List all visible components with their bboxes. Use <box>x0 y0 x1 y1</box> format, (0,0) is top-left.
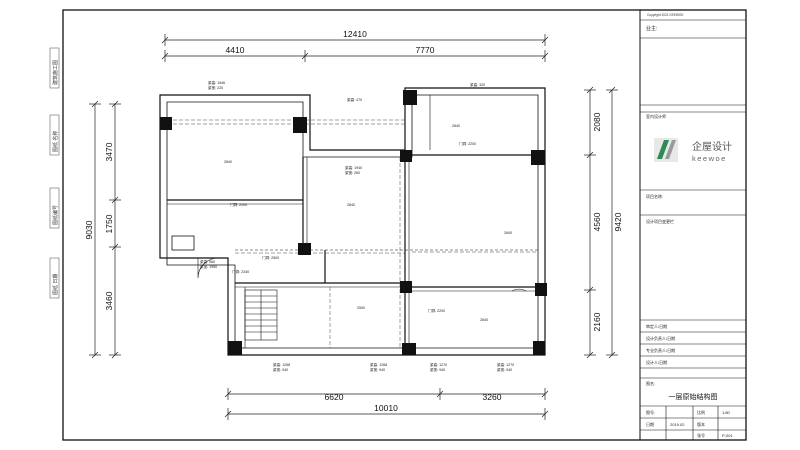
drawing-name: 一层原始结构图 <box>669 392 718 401</box>
note-24: 梁高: 1270 <box>430 362 447 367</box>
audit-label: 审定人/日期 <box>646 323 667 329</box>
dim-right-b: 4560 <box>592 212 602 231</box>
dim-bottom-total: 10010 <box>374 403 398 413</box>
dim-left-c: 3460 <box>104 291 114 310</box>
dim-right-total: 9420 <box>613 212 623 231</box>
side-label-2: 图纸 名称 <box>52 131 59 152</box>
logo-mark-icon <box>657 140 669 159</box>
dim-top-total: 12410 <box>343 29 367 39</box>
note-3: 梁高: 470 <box>347 97 362 102</box>
note-9: 梁宽: 260 <box>345 170 360 175</box>
note-11: 2840 <box>504 231 512 235</box>
beam-lines <box>167 119 538 348</box>
dimension-lines <box>89 34 618 420</box>
note-27: 梁宽: 940 <box>497 367 512 372</box>
brand-logo: 企屋设计 keewoe <box>654 138 732 163</box>
note-21: 梁宽: 940 <box>273 367 288 372</box>
project-stage-label: 设计项目变更栏 <box>646 218 674 224</box>
note-10: 2840 <box>347 203 355 207</box>
note-20: 梁高: 1268 <box>273 362 290 367</box>
note-8: 梁高: 1940 <box>345 165 362 170</box>
design-manager-label: 设计负责人/日期 <box>646 335 675 341</box>
note-13: 门洞: 2500 <box>262 255 279 260</box>
dimension-texts: 12410 4410 7770 9030 3470 1750 3460 2080… <box>84 29 623 413</box>
project-name-label: 项目名称: <box>646 193 663 199</box>
note-18: 门洞: 2200 <box>428 308 445 313</box>
note-2: 梁宽: 220 <box>208 85 223 90</box>
note-19: 2840 <box>480 318 488 322</box>
drawer-label: 设计人/日期 <box>646 359 667 365</box>
drawing-border <box>62 9 747 441</box>
note-23: 梁宽: 940 <box>370 367 385 372</box>
side-label-3: 图纸编号 <box>52 205 59 225</box>
dim-top-left: 4410 <box>226 45 245 55</box>
staircase <box>244 289 278 341</box>
dim-right-a: 2080 <box>592 112 602 131</box>
room-notes: 梁高: 1946 梁宽: 220 梁高: 470 梁高: 320 2840 28… <box>200 80 514 372</box>
drawing-no-label: 图号: <box>646 409 655 415</box>
dim-bottom-b: 3260 <box>483 392 502 402</box>
note-4: 梁高: 320 <box>470 82 485 87</box>
dim-left-total: 9030 <box>84 220 94 239</box>
sheet-value: P-001 <box>722 433 733 438</box>
door-swing <box>197 257 527 292</box>
note-17: 2500 <box>357 306 365 310</box>
scale-value: 1:80 <box>722 410 731 415</box>
version-label: 版本 <box>697 421 705 427</box>
brand-name-en: keewoe <box>692 154 727 163</box>
title-block: Copyright 2021 KEEWOE 业主: 室内设计师 企屋设计 kee… <box>640 13 746 440</box>
note-6: 2840 <box>452 124 460 128</box>
note-16: 门洞: 2340 <box>232 269 249 274</box>
owner-label: 业主: <box>646 25 657 32</box>
dim-right-c: 2160 <box>592 312 602 331</box>
side-label-4: 图纸 日期 <box>52 274 59 295</box>
structural-columns <box>160 90 547 355</box>
note-22: 梁高: 1268 <box>370 362 387 367</box>
checker-label: 专业负责人/日期 <box>646 347 675 353</box>
note-25: 梁宽: 940 <box>430 367 445 372</box>
side-label-1: 建筑施工图 <box>52 60 59 85</box>
note-1: 梁高: 1946 <box>208 80 225 85</box>
note-5: 2840 <box>224 160 232 164</box>
note-12: 门洞: 2200 <box>230 202 247 207</box>
scale-label: 比例 <box>697 409 705 415</box>
drawing-name-label: 图名: <box>646 380 655 386</box>
note-7: 门洞: 2200 <box>459 141 476 146</box>
dim-left-b: 1750 <box>104 214 114 233</box>
dim-left-a: 3470 <box>104 142 114 161</box>
note-14: 梁高: 560 <box>200 259 215 264</box>
side-margin-labels: 建筑施工图 图纸 名称 图纸编号 图纸 日期 <box>49 47 60 299</box>
copyright-text: Copyright 2021 KEEWOE <box>647 13 684 17</box>
sheet-label: 张号 <box>697 432 705 438</box>
brand-name-cn: 企屋设计 <box>692 140 732 153</box>
dim-bottom-a: 6620 <box>325 392 344 402</box>
date-value: 2019.02 <box>670 422 685 427</box>
date-label: 日期 <box>646 421 654 427</box>
walls <box>159 87 546 356</box>
dim-top-right: 7770 <box>416 45 435 55</box>
note-26: 梁高: 1270 <box>497 362 514 367</box>
note-15: 梁宽: 1950 <box>200 264 217 269</box>
designer-label: 室内设计师 <box>646 113 666 119</box>
